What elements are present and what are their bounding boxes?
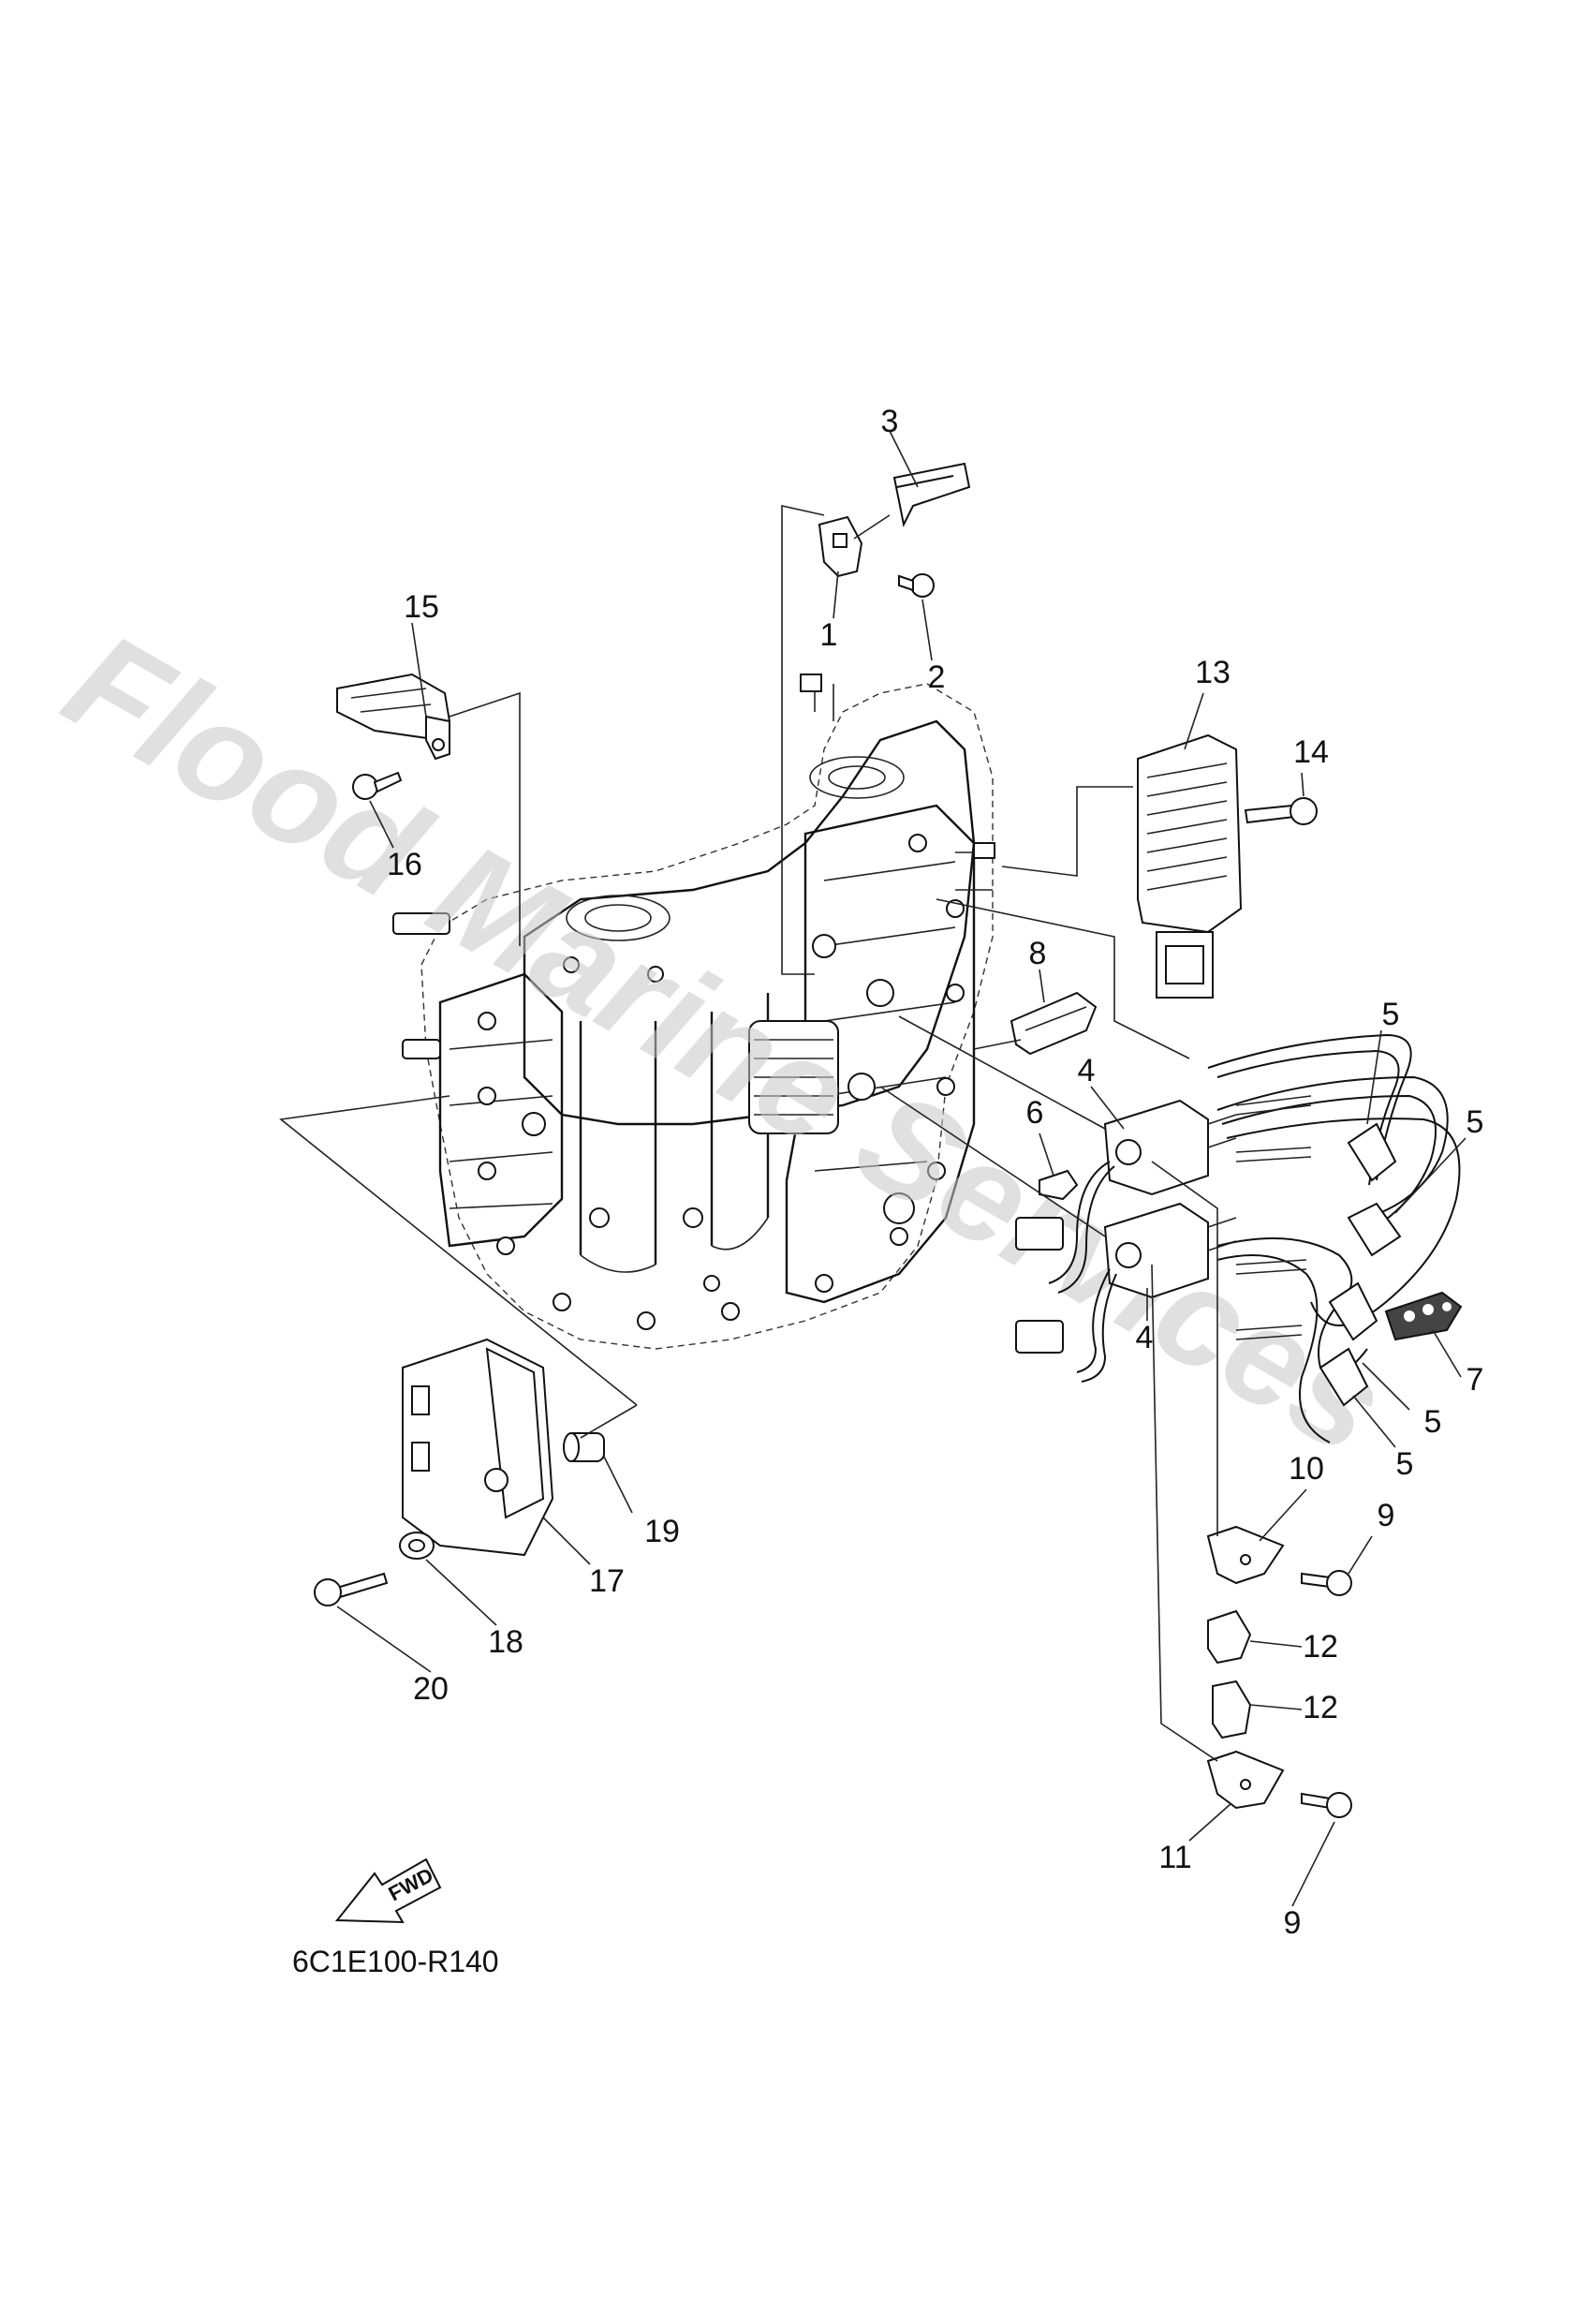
callout-5-c: 5	[1424, 1404, 1442, 1440]
oil-filter	[748, 1020, 839, 1134]
bolt-20	[314, 1572, 389, 1606]
callout-19: 19	[644, 1514, 680, 1549]
clip-12-upper	[1207, 1609, 1252, 1665]
grommet-7	[1384, 1291, 1463, 1341]
bolt-14	[1244, 797, 1318, 825]
callout-20: 20	[413, 1671, 449, 1707]
plug-caps	[1319, 1122, 1402, 1407]
collar-19	[563, 1432, 605, 1462]
callout-15: 15	[404, 589, 439, 625]
callout-5-d: 5	[1396, 1446, 1414, 1482]
bracket-11	[1206, 1750, 1285, 1810]
bolt-16	[352, 771, 403, 800]
callout-5-a: 5	[1382, 997, 1400, 1032]
fwd-arrow-icon: FWD	[334, 1858, 442, 1924]
callout-3: 3	[881, 404, 899, 439]
callout-17: 17	[589, 1563, 625, 1599]
callout-14: 14	[1293, 734, 1329, 770]
bolt-9-lower	[1301, 1792, 1352, 1818]
bolt-2	[898, 573, 935, 598]
clamp-8	[1010, 991, 1098, 1056]
callout-6: 6	[1026, 1095, 1044, 1131]
callout-2: 2	[928, 659, 946, 695]
callout-1: 1	[820, 617, 838, 653]
callout-10: 10	[1289, 1451, 1324, 1487]
callout-16: 16	[387, 847, 422, 882]
callout-13: 13	[1195, 655, 1231, 690]
part-group-15-16	[336, 673, 451, 800]
callout-labels: 1 2 3 4 4 5 5 5 5 6 7 8 9 9 10 11 12 12 …	[387, 404, 1483, 1941]
bolt-9-upper	[1301, 1570, 1352, 1596]
callout-4-upper: 4	[1078, 1053, 1096, 1088]
block-bosses	[478, 834, 965, 1330]
callout-8: 8	[1029, 936, 1047, 971]
leader-lines	[279, 505, 1218, 1762]
callout-9-lower: 9	[1284, 1905, 1302, 1941]
callout-5-b: 5	[1466, 1104, 1484, 1140]
ignition-coil-upper	[1103, 1099, 1237, 1196]
engine-block	[392, 674, 995, 1350]
watermark-text: Flood Marine Services	[41, 601, 1411, 1484]
callout-7: 7	[1466, 1362, 1484, 1398]
part-group-1-2-3	[818, 462, 971, 598]
coil-harness	[1015, 1161, 1117, 1383]
rectifier-13	[1137, 733, 1243, 999]
bracket-10	[1206, 1525, 1285, 1585]
part-code: 6C1E100-R140	[292, 1945, 499, 1978]
watermark: Flood Marine Services	[41, 601, 1411, 1484]
callout-12-lower: 12	[1303, 1690, 1338, 1725]
callout-11: 11	[1158, 1840, 1191, 1875]
clip-12-lower	[1212, 1680, 1252, 1739]
callout-12-upper: 12	[1303, 1629, 1338, 1665]
callout-pointers	[336, 430, 1466, 1907]
callout-4-lower: 4	[1136, 1320, 1154, 1355]
ecu-17	[402, 1338, 554, 1557]
spark-plugs	[1235, 1095, 1312, 1340]
callout-18: 18	[488, 1624, 523, 1660]
grommet-18	[399, 1532, 435, 1560]
callout-9-upper: 9	[1378, 1498, 1395, 1533]
